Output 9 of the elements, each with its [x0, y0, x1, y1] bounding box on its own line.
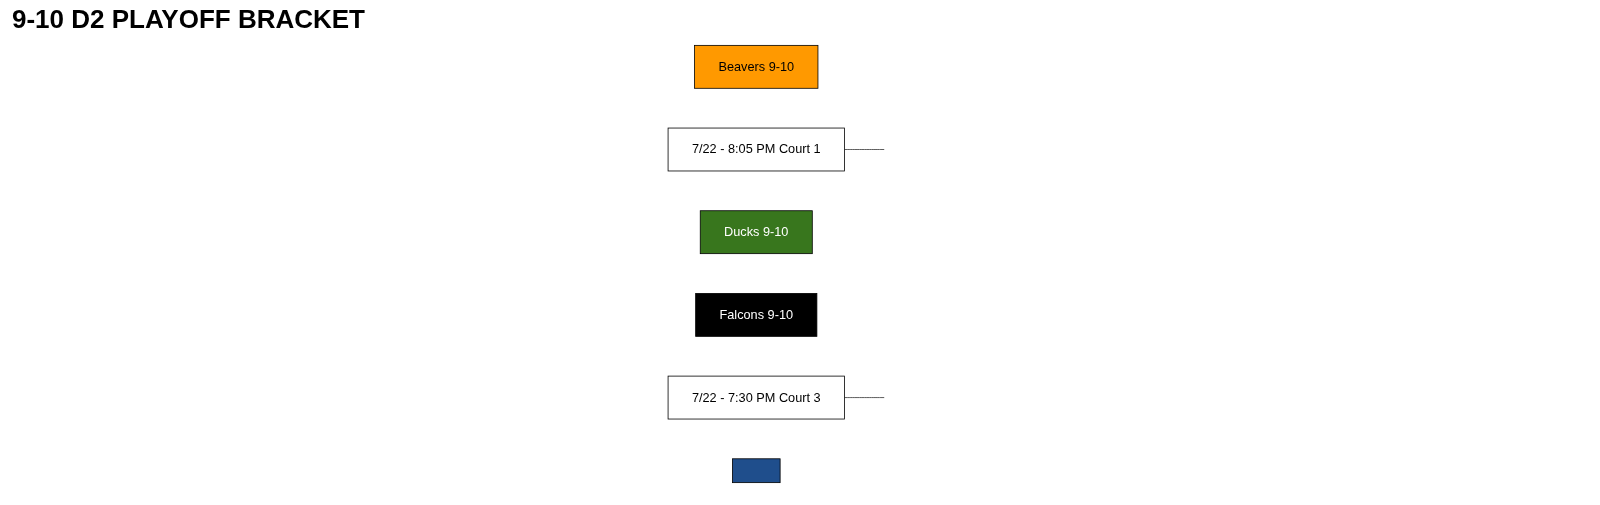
bracket-heading: 9-10 D2 PLAYOFF BRACKET — [12, 4, 365, 35]
node-box: Beavers 9-10 — [694, 44, 819, 89]
connector — [844, 397, 885, 398]
node-box: 7/22 - 7:30 PM Court 3 — [667, 375, 845, 420]
node-box: Falcons 9-10 — [695, 293, 818, 337]
node-box: Ducks 9-10 — [699, 210, 813, 255]
node-box: 7/22 - 8:05 PM Court 1 — [667, 127, 845, 172]
connector — [844, 149, 885, 150]
node-box — [732, 458, 781, 484]
